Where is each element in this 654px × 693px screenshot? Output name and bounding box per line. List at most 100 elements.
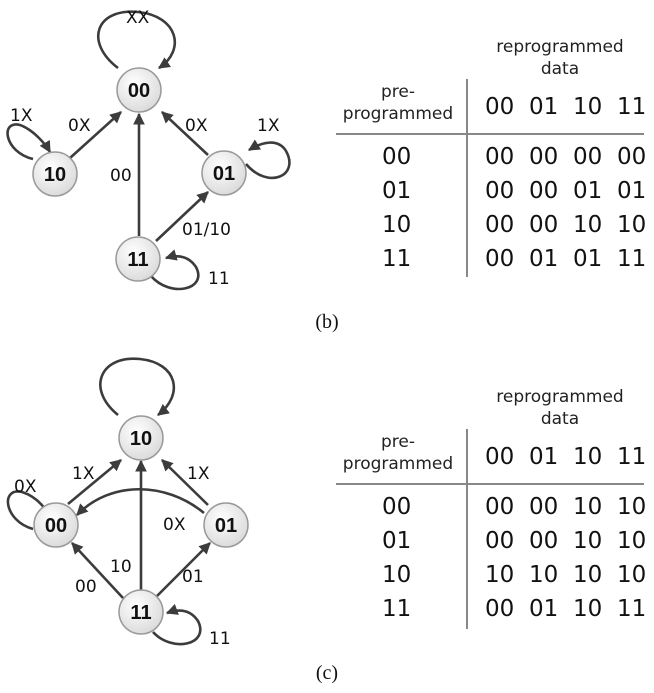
table-b-cell: 10 bbox=[573, 212, 603, 238]
edge-bottom-to-right bbox=[155, 191, 209, 242]
edge-right-self bbox=[245, 139, 291, 180]
table-b-col-header: 10 bbox=[573, 94, 603, 120]
node-c-bottom: 11 bbox=[118, 589, 164, 635]
table-b-cell: 01 bbox=[573, 178, 603, 204]
table-c-cell: 10 bbox=[617, 562, 647, 588]
table-b-col-header: 00 bbox=[485, 94, 515, 120]
table-b-cell: 01 bbox=[573, 246, 603, 272]
table-b-cell: 00 bbox=[573, 144, 603, 170]
table-c-col-header: 10 bbox=[573, 444, 603, 470]
table-c-top-header-line2: data bbox=[540, 409, 580, 429]
table-c-cell: 10 bbox=[573, 494, 603, 520]
caption-c: (c) bbox=[315, 662, 339, 684]
table-c-top-header: reprogrammed data bbox=[480, 386, 640, 430]
table-c-left-header-line1: pre- bbox=[381, 432, 415, 452]
table-b-col-header: 11 bbox=[617, 94, 647, 120]
node-c-bottom-label: 11 bbox=[130, 602, 151, 624]
table-c-cell: 00 bbox=[485, 494, 515, 520]
table-c-row-header: 10 bbox=[382, 562, 412, 588]
node-b-bottom-label: 11 bbox=[127, 249, 148, 271]
label-c-left-self: 0X bbox=[14, 477, 37, 497]
table-b-cell: 01 bbox=[617, 178, 647, 204]
table-b-row-header: 11 bbox=[382, 246, 412, 272]
table-c-cell: 10 bbox=[617, 528, 647, 554]
node-b-bottom: 11 bbox=[115, 236, 161, 282]
table-c-cell: 00 bbox=[529, 494, 559, 520]
table-b-left-header: pre- programmed bbox=[330, 81, 466, 125]
label-b-left-to-top: 0X bbox=[68, 116, 91, 136]
label-c-bottom-to-left: 00 bbox=[75, 577, 97, 597]
node-c-left-label: 00 bbox=[45, 515, 67, 537]
table-b-cell: 00 bbox=[529, 144, 559, 170]
table-b-cell: 10 bbox=[617, 212, 647, 238]
table-b-cell: 01 bbox=[529, 246, 559, 272]
label-c-left-to-top: 1X bbox=[72, 464, 95, 484]
table-b-left-header-line2: programmed bbox=[342, 104, 454, 124]
table-b-top-header: reprogrammed data bbox=[480, 36, 640, 80]
label-b-top-self: XX bbox=[126, 8, 150, 28]
table-c-cell: 00 bbox=[485, 528, 515, 554]
label-b-bottom-to-right: 01/10 bbox=[182, 220, 231, 240]
table-c-left-header: pre- programmed bbox=[330, 431, 466, 475]
edge-right-to-top bbox=[161, 459, 209, 506]
table-c-cell: 10 bbox=[573, 596, 603, 622]
label-b-bottom-to-top: 00 bbox=[110, 166, 132, 186]
table-c-row-header: 11 bbox=[382, 596, 412, 622]
node-c-left: 00 bbox=[33, 502, 79, 548]
edge-bottom-to-left bbox=[71, 542, 124, 599]
table-c-left-header-line2: programmed bbox=[342, 454, 454, 474]
table-b-row-header: 01 bbox=[382, 178, 412, 204]
edge-right-to-top bbox=[161, 111, 209, 156]
table-c-col-header: 00 bbox=[485, 444, 515, 470]
edge-left-self bbox=[6, 123, 52, 161]
edge-bottom-self bbox=[152, 603, 202, 646]
label-c-bottom-to-right: 01 bbox=[182, 567, 204, 587]
table-b-cell: 11 bbox=[617, 246, 647, 272]
table-b-top-header-line2: data bbox=[540, 59, 580, 79]
table-b-cell: 00 bbox=[485, 246, 515, 272]
node-c-top-label: 10 bbox=[130, 428, 152, 450]
table-b-top-header-line1: reprogrammed bbox=[496, 37, 624, 57]
table-c-cell: 10 bbox=[485, 562, 515, 588]
state-diagram-c: 10 00 01 11 0X 1X 1X 0X 10 00 01 11 bbox=[6, 357, 249, 649]
table-c-row-header: 01 bbox=[382, 528, 412, 554]
table-c-col-header: 01 bbox=[529, 444, 559, 470]
node-b-left-label: 10 bbox=[44, 164, 66, 186]
state-diagram-b: 00 10 01 11 XX 1X 0X 0X 1X 00 01/10 11 bbox=[6, 8, 291, 291]
node-b-right: 01 bbox=[201, 150, 247, 196]
label-c-right-to-top: 1X bbox=[187, 464, 210, 484]
table-b: reprogrammed data pre- programmed 00 01 … bbox=[330, 30, 650, 285]
node-b-top-label: 00 bbox=[128, 80, 150, 102]
label-b-right-self: 1X bbox=[257, 116, 280, 136]
table-b-horizontal-rule bbox=[336, 133, 644, 135]
edge-right-to-left bbox=[76, 488, 205, 516]
table-c-cell: 10 bbox=[573, 562, 603, 588]
label-b-bottom-self: 11 bbox=[208, 269, 230, 289]
table-b-col-header: 01 bbox=[529, 94, 559, 120]
label-b-right-to-top: 0X bbox=[185, 116, 208, 136]
node-c-top: 10 bbox=[118, 415, 164, 461]
edge-bottom-self bbox=[150, 249, 200, 291]
panel-b: 00 10 01 11 XX 1X 0X 0X 1X 00 01/10 11 r… bbox=[0, 0, 654, 340]
caption-b: (b) bbox=[315, 311, 339, 333]
table-c-top-header-line1: reprogrammed bbox=[496, 387, 624, 407]
node-b-right-label: 01 bbox=[213, 163, 235, 185]
table-c-horizontal-rule bbox=[336, 483, 644, 485]
edge-top-self bbox=[99, 357, 175, 417]
table-c-cell: 10 bbox=[529, 562, 559, 588]
table-c-col-header: 11 bbox=[617, 444, 647, 470]
edge-left-to-top bbox=[67, 458, 122, 506]
table-b-cell: 00 bbox=[617, 144, 647, 170]
node-b-top: 00 bbox=[116, 67, 162, 113]
edge-bottom-to-right bbox=[156, 542, 211, 597]
table-b-left-header-line1: pre- bbox=[381, 82, 415, 102]
table-b-cell: 00 bbox=[485, 144, 515, 170]
edge-top-self bbox=[97, 10, 177, 70]
node-c-right-label: 01 bbox=[215, 515, 237, 537]
label-b-left-self: 1X bbox=[10, 106, 33, 126]
table-c-cell: 10 bbox=[617, 494, 647, 520]
table-b-cell: 00 bbox=[529, 212, 559, 238]
node-c-right: 01 bbox=[203, 502, 249, 548]
table-b-row-header: 10 bbox=[382, 212, 412, 238]
label-c-bottom-self: 11 bbox=[209, 629, 231, 649]
